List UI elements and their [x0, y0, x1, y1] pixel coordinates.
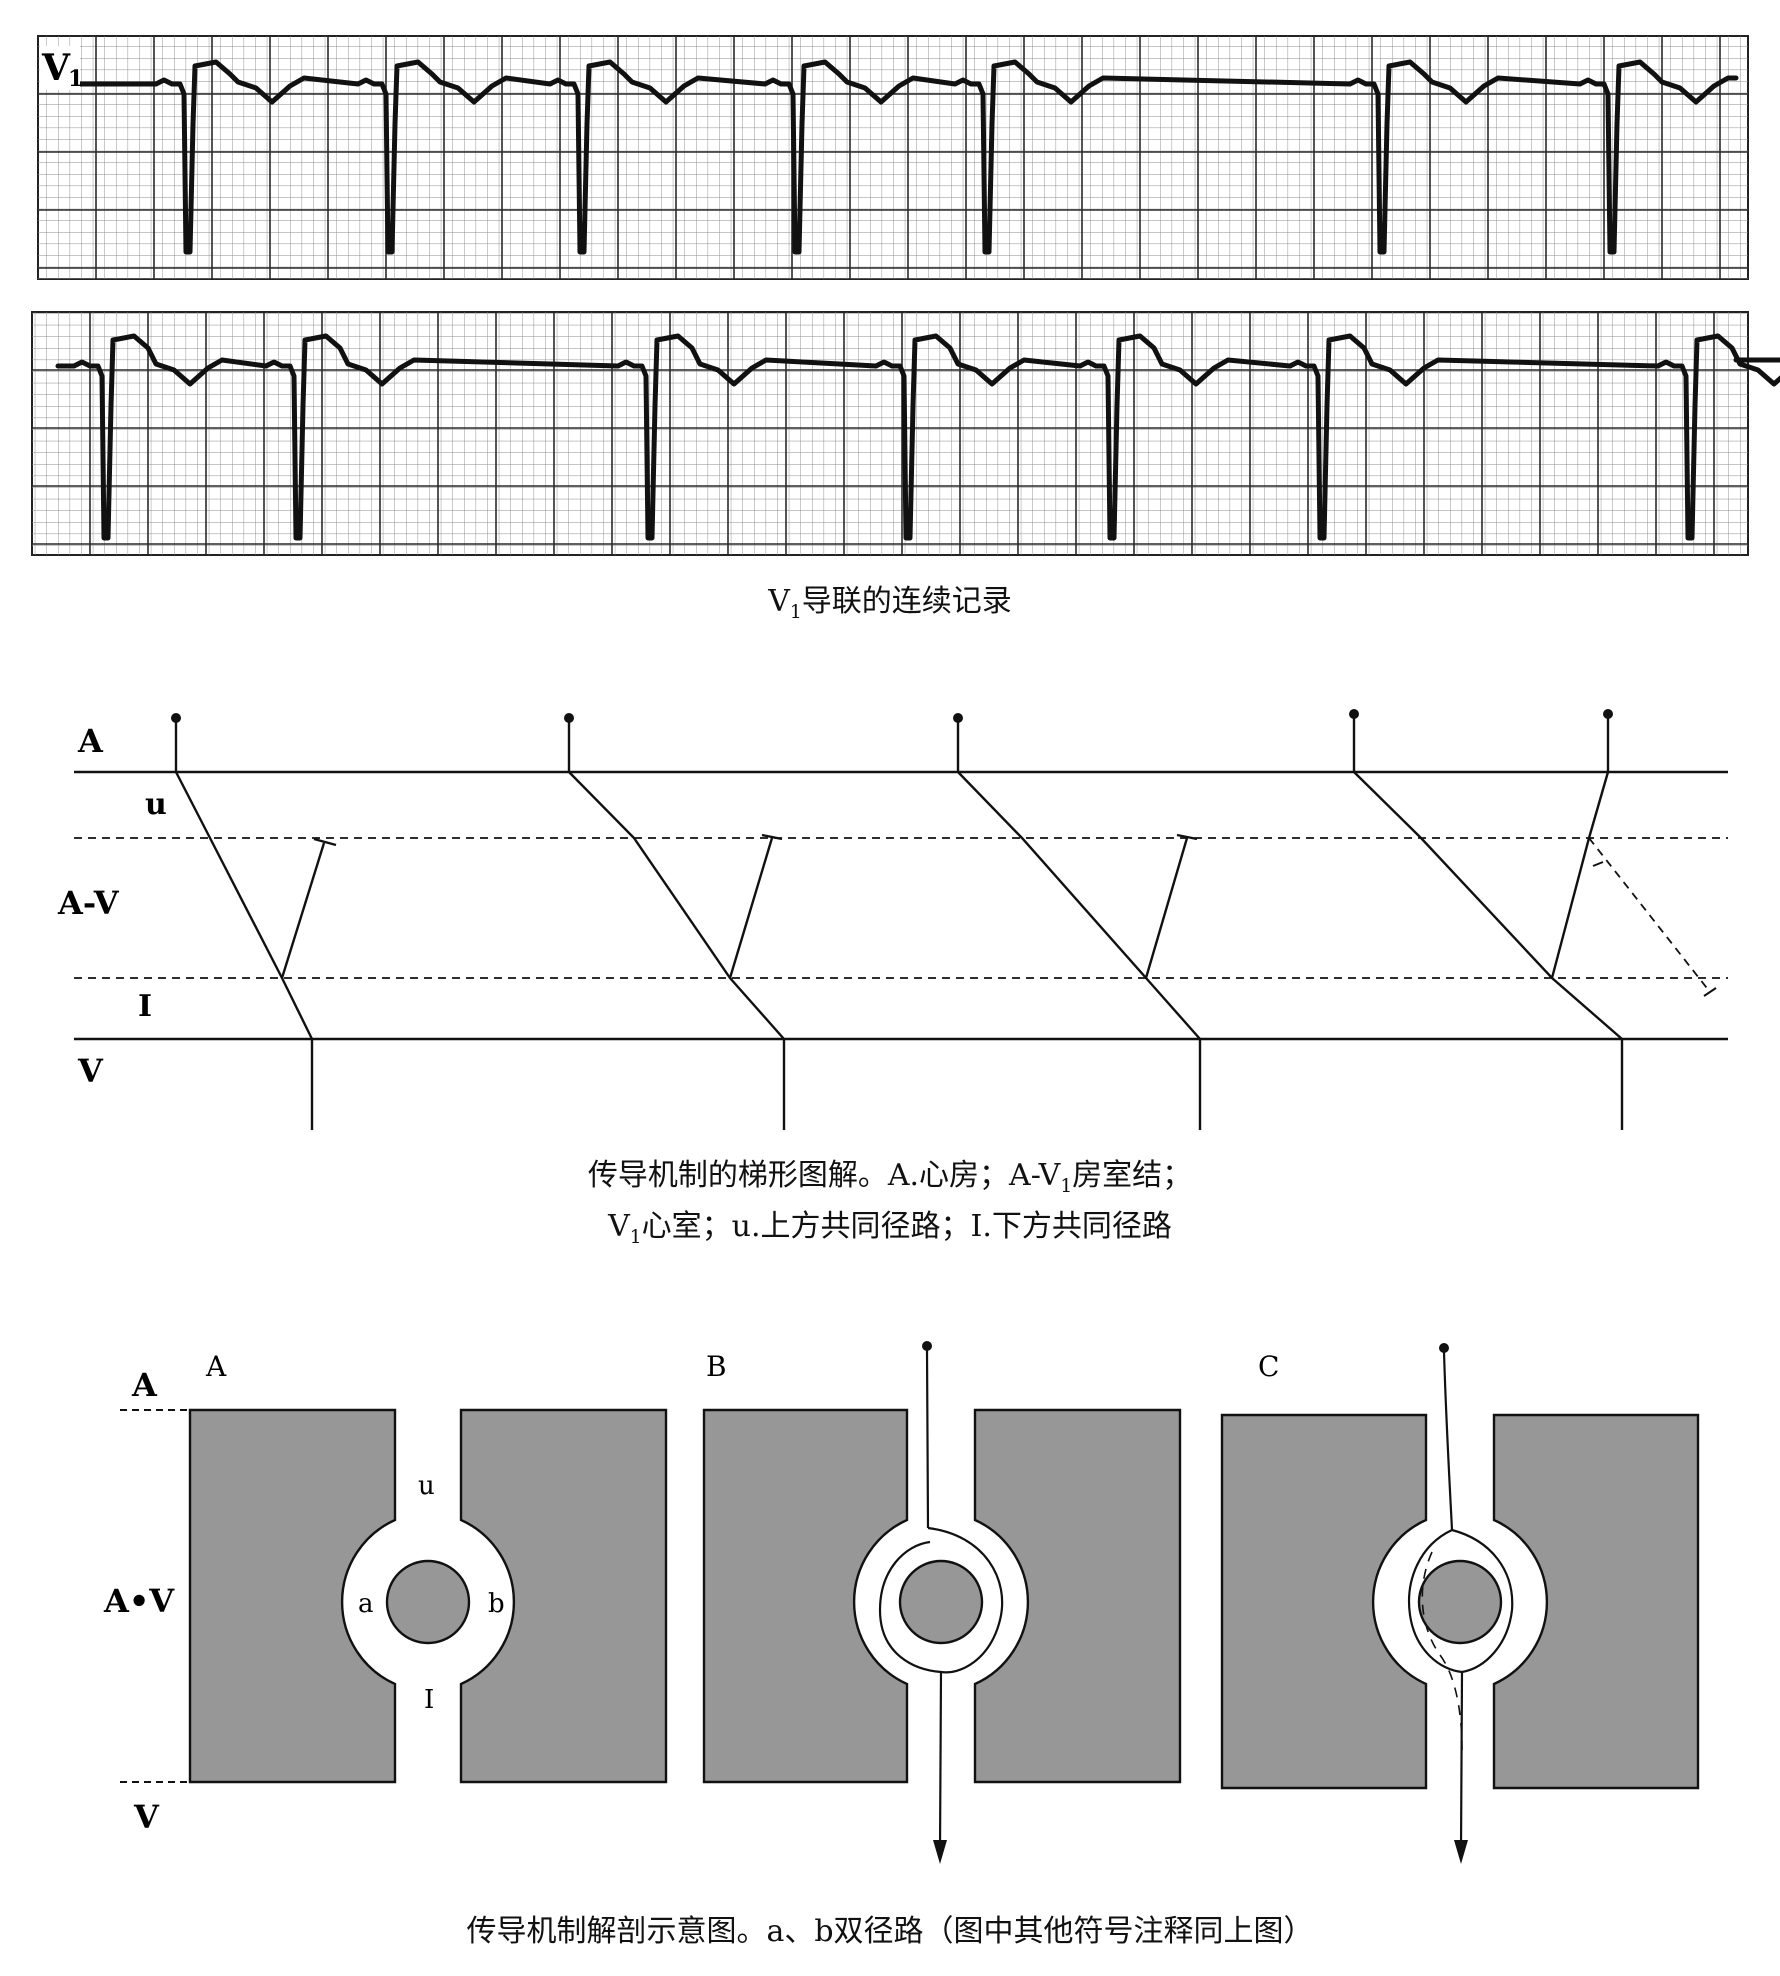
anatomy-caption: 传导机制解剖示意图。a、b双径路（图中其他符号注释同上图）	[466, 1914, 1314, 1949]
panel-label-a: A	[205, 1350, 227, 1383]
ladder-caption-line-1: 传导机制的梯形图解。A.心房；A-V1房室结；	[587, 1158, 1193, 1197]
anatomy-panel-c: C	[1220, 1343, 1700, 1864]
panel-label-b: B	[706, 1350, 727, 1383]
lead-label: V	[41, 47, 71, 89]
path-label-i: I	[424, 1685, 434, 1715]
ecg-strips: V 1	[31, 35, 1780, 556]
ladder-beat-5	[1550, 714, 1717, 997]
anatomy-label-a: A	[131, 1366, 158, 1404]
ladder-beat-3	[956, 718, 1202, 1130]
sinus-dots	[171, 709, 1613, 723]
path-label-a: a	[358, 1589, 374, 1619]
anatomy-panel-b: B	[702, 1341, 1182, 1864]
path-label-u: u	[418, 1471, 435, 1501]
anatomy-label-v: V	[133, 1798, 160, 1836]
ladder-caption-line-2: V1心室；u.上方共同径路；Ⅰ.下方共同径路	[608, 1209, 1172, 1248]
anatomy-panel-a: A u a b I	[188, 1350, 668, 1784]
ladder-beat-4	[1352, 714, 1624, 1130]
ecg-strip-2	[31, 311, 1780, 556]
ladder-caption: 传导机制的梯形图解。A.心房；A-V1房室结； V1心室；u.上方共同径路；Ⅰ.…	[0, 1156, 1780, 1258]
ladder-label-v: V	[77, 1052, 104, 1090]
ecg-caption: V1导联的连续记录	[768, 584, 1012, 623]
panel-label-c: C	[1258, 1350, 1279, 1383]
ladder-diagram: A u A-V I V	[57, 709, 1728, 1130]
ecg-strip-1	[37, 35, 1749, 280]
ladder-label-u: u	[145, 787, 167, 822]
path-label-b: b	[488, 1589, 505, 1619]
ladder-label-av: A-V	[57, 884, 120, 922]
anatomy-schematic: A A•V V A u a b I B C	[103, 1341, 1700, 1864]
ladder-beat-1	[174, 718, 337, 1130]
anatomy-label-av: A•V	[103, 1582, 175, 1620]
ladder-label-i: I	[138, 989, 152, 1024]
ladder-label-a: A	[77, 722, 104, 760]
lead-subscript: 1	[68, 66, 83, 92]
ladder-beat-2	[567, 718, 786, 1130]
